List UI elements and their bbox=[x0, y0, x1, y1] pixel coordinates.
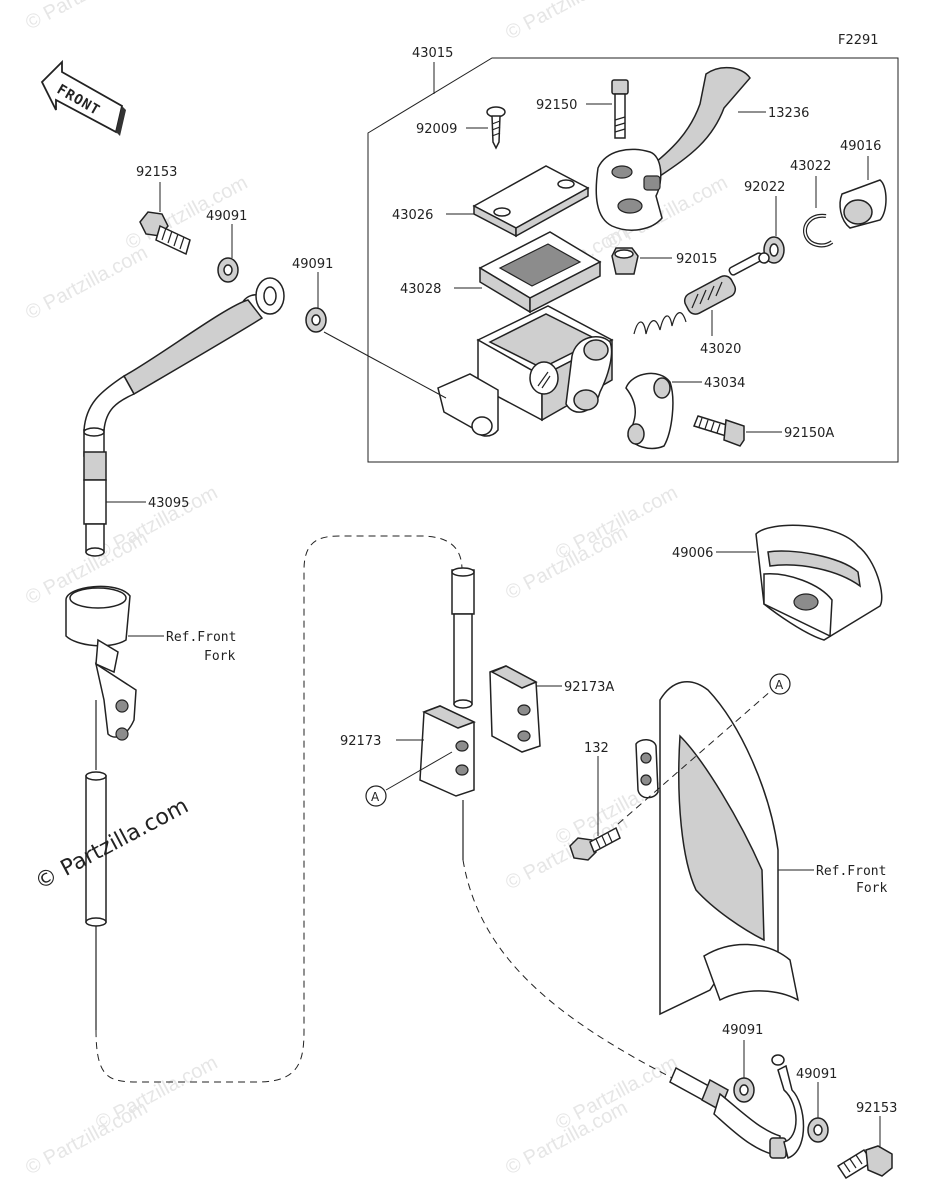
watermark-1: © Partzilla.com bbox=[22, 0, 151, 34]
part-label-132: 132 bbox=[584, 741, 609, 756]
banjo-bolt-92153-top bbox=[139, 211, 191, 256]
part-label-49091-bottom-2: 49091 bbox=[796, 1067, 837, 1082]
part-label-92015: 92015 bbox=[676, 252, 717, 267]
callout-a-right-label: A bbox=[775, 678, 784, 692]
washer-49091-bottom-2 bbox=[807, 1117, 829, 1143]
master-cylinder-group-box bbox=[367, 57, 899, 463]
part-label-92009: 92009 bbox=[416, 122, 457, 137]
circlip-43022 bbox=[803, 213, 834, 248]
watermark-12: © Partzilla.com bbox=[92, 482, 221, 565]
clutch-hose-43095-upper bbox=[83, 277, 285, 557]
callout-a-left-label: A bbox=[371, 790, 380, 804]
screw-92009 bbox=[486, 106, 506, 150]
bolt-92150 bbox=[611, 79, 629, 139]
ref-front-fork-left-line1: Ref.Front bbox=[166, 630, 236, 645]
master-cylinder-body bbox=[437, 305, 614, 437]
part-label-92150A: 92150A bbox=[784, 426, 834, 441]
part-label-92153-bottom: 92153 bbox=[856, 1101, 897, 1116]
hose-clamp-ref-front-fork-left bbox=[65, 585, 137, 741]
copyright-text: © Partzilla.com bbox=[31, 794, 193, 896]
nut-92015 bbox=[611, 247, 639, 275]
washer-49091-mid bbox=[305, 307, 327, 333]
clutch-hose-43095-middle bbox=[451, 567, 475, 709]
part-label-49091-bottom-1: 49091 bbox=[722, 1023, 763, 1038]
callout-marker-a-left: A bbox=[365, 785, 387, 807]
ref-front-fork-right-line2: Fork bbox=[856, 881, 887, 896]
part-label-92173: 92173 bbox=[340, 734, 381, 749]
part-label-49006: 49006 bbox=[672, 546, 713, 561]
part-label-13236: 13236 bbox=[768, 106, 809, 121]
clamp-92173A bbox=[489, 665, 541, 753]
fork-guard-ref-front-fork-right bbox=[635, 681, 800, 1016]
bolt-132 bbox=[569, 826, 621, 861]
part-label-92173A: 92173A bbox=[564, 680, 614, 695]
figure-code: F2291 bbox=[838, 33, 879, 48]
clutch-hose-43095-lower-right bbox=[462, 800, 805, 1159]
part-label-49091-left: 49091 bbox=[206, 209, 247, 224]
clutch-hose-43095-lower-left bbox=[85, 535, 463, 1083]
part-label-49016: 49016 bbox=[840, 139, 881, 154]
front-arrow-icon: FRONT bbox=[40, 59, 126, 136]
ref-front-fork-right-line1: Ref.Front bbox=[816, 864, 886, 879]
clamp-92173 bbox=[419, 705, 476, 797]
diaphragm-43028 bbox=[478, 231, 602, 314]
cover-49006 bbox=[755, 524, 883, 641]
part-label-43028: 43028 bbox=[400, 282, 441, 297]
part-label-43020: 43020 bbox=[700, 342, 741, 357]
banjo-bolt-92153-bottom bbox=[836, 1145, 893, 1180]
watermark-2: © Partzilla.com bbox=[502, 0, 631, 44]
ref-front-fork-left-line2: Fork bbox=[204, 649, 235, 664]
leader-washer-to-body bbox=[323, 331, 447, 399]
callout-marker-a-right: A bbox=[769, 673, 791, 695]
part-label-43026: 43026 bbox=[392, 208, 433, 223]
part-label-43095: 43095 bbox=[148, 496, 189, 511]
boot-49016 bbox=[839, 179, 887, 229]
piston-assembly-43020 bbox=[633, 252, 770, 335]
clamp-holder-43034 bbox=[625, 372, 674, 450]
part-label-92150: 92150 bbox=[536, 98, 577, 113]
callout-a-right-link bbox=[617, 689, 773, 825]
part-label-92153-top: 92153 bbox=[136, 165, 177, 180]
washer-49091-bottom-1 bbox=[733, 1077, 755, 1103]
part-label-43034: 43034 bbox=[704, 376, 745, 391]
watermark-13: © Partzilla.com bbox=[552, 482, 681, 565]
watermark-15: © Partzilla.com bbox=[92, 1052, 221, 1135]
part-label-49091-mid: 49091 bbox=[292, 257, 333, 272]
washer-49091-left bbox=[217, 257, 239, 283]
part-label-43022: 43022 bbox=[790, 159, 831, 174]
bolt-92150A bbox=[693, 415, 745, 447]
reservoir-cap-43026 bbox=[472, 165, 590, 238]
part-label-43015: 43015 bbox=[412, 46, 453, 61]
part-label-92022: 92022 bbox=[744, 180, 785, 195]
clutch-lever-13236 bbox=[595, 66, 751, 231]
